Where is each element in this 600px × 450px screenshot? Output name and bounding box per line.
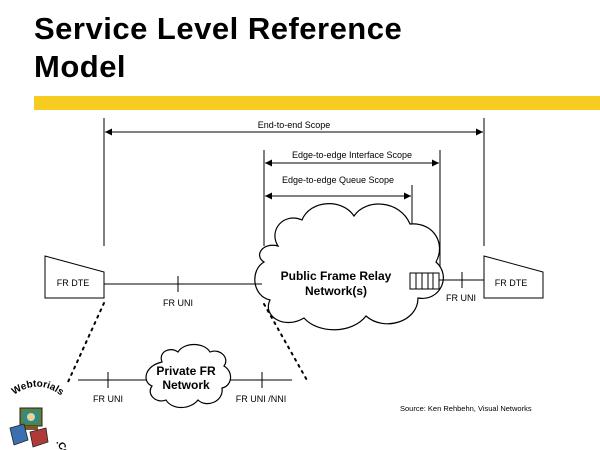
logo-text-top: Webtorials bbox=[10, 379, 66, 399]
left-dte-label: FR DTE bbox=[57, 278, 90, 288]
right-dte-device bbox=[483, 255, 544, 299]
public-network-cloud bbox=[254, 203, 444, 331]
logo-text-bottom: .Com bbox=[53, 438, 75, 450]
private-network-label-line2: Network bbox=[162, 378, 210, 392]
monitor-icon bbox=[19, 407, 43, 430]
public-network-label-line2: Network(s) bbox=[305, 284, 367, 298]
private-network-cloud bbox=[145, 343, 232, 409]
end-to-end-scope-label: End-to-end Scope bbox=[258, 120, 331, 130]
public-network-label-line1: Public Frame Relay bbox=[281, 269, 392, 283]
zoom-line-left bbox=[67, 302, 105, 383]
webtorials-logo: Webtorials .Com bbox=[9, 379, 75, 450]
left-dte-device bbox=[44, 255, 105, 299]
slide-title: Service Level Reference Model bbox=[34, 11, 403, 84]
source-note: Source: Ken Rehbehn, Visual Networks bbox=[400, 404, 532, 413]
title-accent-band bbox=[34, 96, 600, 110]
edge-interface-scope-label: Edge-to-edge Interface Scope bbox=[292, 150, 412, 160]
private-uni-label: FR UNI bbox=[93, 394, 123, 404]
private-network-label-line1: Private FR bbox=[156, 364, 216, 378]
edge-queue-scope-label: Edge-to-edge Queue Scope bbox=[282, 175, 394, 185]
zoom-line-right bbox=[263, 303, 309, 383]
book-icon bbox=[9, 423, 49, 448]
right-uni-label: FR UNI bbox=[446, 293, 476, 303]
right-dte-label: FR DTE bbox=[495, 278, 528, 288]
private-nni-label: FR UNI /NNI bbox=[236, 394, 287, 404]
queue-buffer bbox=[409, 272, 440, 290]
left-uni-label: FR UNI bbox=[163, 298, 193, 308]
